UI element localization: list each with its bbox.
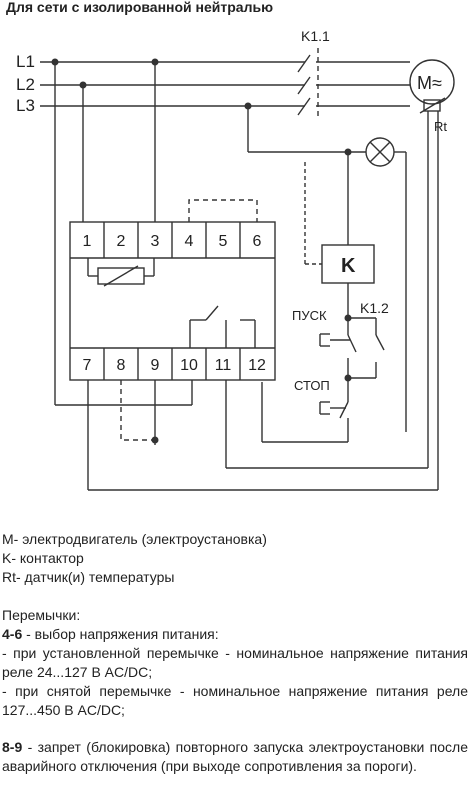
terminal-7: 7 (83, 357, 92, 374)
terminal-12: 12 (248, 357, 266, 374)
terminal-4: 4 (185, 233, 194, 250)
terminal-8: 8 (117, 357, 126, 374)
jumper-46-item2: - при снятой перемычке - номинальное нап… (2, 683, 468, 718)
label-k12: K1.2 (360, 300, 389, 316)
terminal-5: 5 (219, 233, 228, 250)
label-start: ПУСК (292, 308, 327, 323)
label-k11: K1.1 (301, 28, 330, 44)
label-l2: L2 (16, 75, 35, 94)
legend-motor: M- электродвигатель (электроустановка) (2, 531, 267, 547)
label-coil-k: K (341, 255, 356, 277)
label-l1: L1 (16, 52, 35, 71)
wiring-diagram: L1 L2 L3 K1.1 M≈ Rt K K1.2 ПУСК СТОП 1 2… (16, 28, 455, 491)
terminal-6: 6 (253, 233, 262, 250)
terminal-2: 2 (117, 233, 126, 250)
legend-contactor: K- контактор (2, 550, 84, 566)
motor-symbol: M≈ (417, 73, 442, 93)
terminal-1: 1 (83, 233, 92, 250)
jumper-46-item1: - при установленной перемычке - номиналь… (2, 645, 468, 680)
jumper-46-code: 4-6 (2, 626, 23, 642)
terminal-10: 10 (180, 357, 198, 374)
jumper-89-desc: - запрет (блокировка) повторного запуска… (2, 739, 468, 774)
jumper-46-heading: 4-6 - выбор напряжения питания: (2, 625, 219, 644)
label-rt: Rt (434, 119, 447, 134)
terminal-9: 9 (151, 357, 160, 374)
jumper-89-code: 8-9 (2, 739, 23, 755)
legend-sensor: Rt- датчик(и) температуры (2, 569, 175, 585)
jumper-46-desc: - выбор напряжения питания: (22, 626, 219, 642)
diagram-title: Для сети с изолированной нейтралью (6, 0, 274, 15)
label-l3: L3 (16, 96, 35, 115)
label-stop: СТОП (294, 378, 330, 393)
jumper-89-text: 8-9 - запрет (блокировка) повторного зап… (2, 738, 468, 776)
jumpers-header: Перемычки: (2, 607, 81, 623)
terminal-3: 3 (151, 233, 160, 250)
terminal-11: 11 (215, 357, 232, 374)
